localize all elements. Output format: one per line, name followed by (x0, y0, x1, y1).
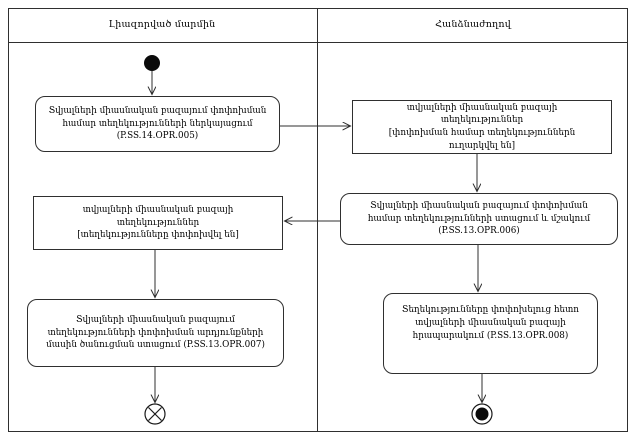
object-node-info-changed-line1: տվյալների միասնական բազայի տեղեկությունն… (82, 204, 234, 228)
lane-header-left: Լիազորված մարմին (108, 19, 216, 30)
action-node-receive-notification: Տվյալների միասնական բազայում տեղեկությու… (27, 299, 284, 367)
object-node-info-sent: տվյալների միասնական բազայի տեղեկությունն… (352, 100, 612, 154)
action-node-receive-notification-label: Տվյալների միասնական բազայում տեղեկությու… (46, 314, 265, 351)
lane-divider (317, 8, 318, 432)
action-node-publish-label: Տեղեկությունները փոփոխելուց հետո տվյալնե… (402, 305, 579, 341)
object-node-info-sent-line1: տվյալների միասնական բազայի տեղեկությունն… (406, 102, 558, 126)
object-node-info-changed: տվյալների միասնական բազայի տեղեկությունն… (33, 196, 283, 250)
action-node-publish: Տեղեկությունները փոփոխելուց հետո տվյալնե… (383, 293, 598, 374)
object-node-info-sent-line2: [փոփոխման համար տեղեկություններն ուղարկվ… (388, 128, 576, 151)
action-node-receive-process-label: Տվյալների միասնական բազայում փոփոխման հա… (367, 200, 591, 237)
action-node-receive-process: Տվյալների միասնական բազայում փոփոխման հա… (340, 193, 618, 245)
lane-header-divider (8, 42, 628, 43)
action-node-submit-info: Տվյալների միասնական բազայում փոփոխման հա… (35, 96, 280, 152)
action-node-submit-info-label: Տվյալների միասնական բազայում փոփոխման հա… (48, 105, 267, 142)
object-node-info-changed-line2: [տեղեկությունները փոփոխվել են] (77, 230, 239, 241)
lane-header-right: Հանձնաժողով (435, 19, 511, 30)
start-node (144, 55, 160, 71)
